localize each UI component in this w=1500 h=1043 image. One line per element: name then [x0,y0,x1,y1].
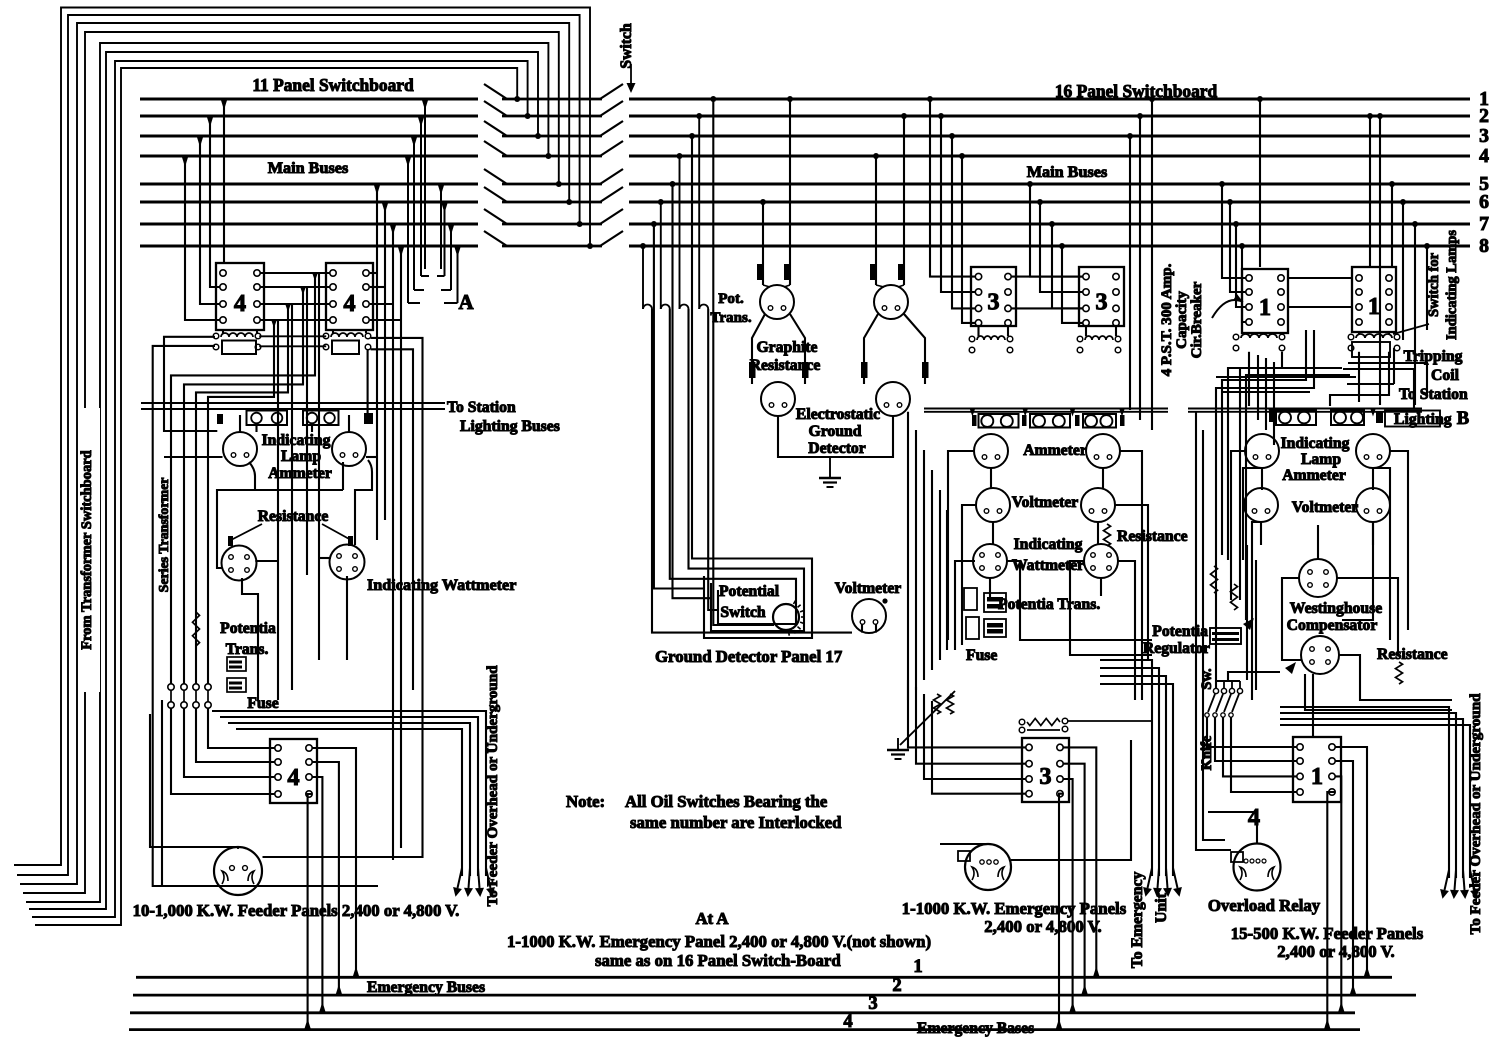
svg-text:Resistance: Resistance [258,508,329,525]
svg-text:Regulator: Regulator [1143,640,1210,657]
svg-text:Trans.: Trans. [710,310,751,326]
svg-text:To Station: To Station [447,399,516,416]
svg-text:Emergency Bases: Emergency Bases [917,1020,1034,1037]
svg-text:Wattmeter: Wattmeter [1012,557,1084,574]
svg-text:Voltmeter: Voltmeter [835,580,902,597]
svg-text:Tripping: Tripping [1404,348,1463,365]
svg-text:3: 3 [1039,763,1051,790]
svg-text:Pot.: Pot. [718,291,744,307]
svg-text:Overload Relay: Overload Relay [1208,896,1321,915]
svg-text:3: 3 [868,993,877,1014]
svg-text:Indicating Lamps: Indicating Lamps [1444,230,1460,340]
svg-text:5: 5 [1479,173,1489,195]
svg-text:Sw.: Sw. [1199,668,1215,689]
svg-text:Note:: Note: [566,792,605,811]
svg-text:Lamp: Lamp [1301,451,1341,468]
svg-text:Main Buses: Main Buses [268,159,349,177]
svg-text:Indicating: Indicating [1014,536,1083,553]
svg-text:7: 7 [1479,213,1489,235]
svg-text:From Transformer Switchboard: From Transformer Switchboard [79,450,95,650]
svg-text:11 Panel Switchboard: 11 Panel Switchboard [252,75,414,95]
svg-text:B: B [1457,408,1469,429]
svg-text:4: 4 [1248,804,1260,831]
svg-text:Indicating: Indicating [1281,435,1350,452]
svg-text:1: 1 [1311,763,1323,790]
svg-text:Indicating Wattmeter: Indicating Wattmeter [367,576,516,594]
svg-text:Capacity: Capacity [1174,291,1190,349]
svg-text:1-1000 K.W. Emergency Panels: 1-1000 K.W. Emergency Panels [902,899,1127,918]
svg-text:Trans.: Trans. [226,641,269,658]
svg-text:3: 3 [1479,125,1489,147]
svg-text:1: 1 [913,956,922,977]
svg-text:6: 6 [1479,191,1489,213]
svg-text:1: 1 [1368,293,1380,320]
svg-text:10-1,000 K.W. Feeder Panels 2,: 10-1,000 K.W. Feeder Panels 2,400 or 4,8… [133,901,460,920]
svg-text:Ammeter: Ammeter [1023,442,1087,459]
svg-text:4: 4 [1479,145,1489,167]
svg-text:Ground Detector Panel 17: Ground Detector Panel 17 [655,647,842,666]
svg-text:Indicating: Indicating [262,432,331,449]
svg-text:Lighting: Lighting [1394,411,1452,428]
svg-text:1: 1 [1479,88,1489,110]
svg-text:1: 1 [1259,294,1271,321]
svg-text:3: 3 [987,289,999,316]
svg-text:Coil: Coil [1431,367,1460,384]
svg-text:Graphite: Graphite [756,339,817,356]
svg-text:4: 4 [234,290,246,317]
svg-text:4: 4 [843,1011,852,1032]
svg-text:To Feeder Overhead or Undergro: To Feeder Overhead or Underground [485,665,501,907]
svg-text:Fuse: Fuse [966,647,997,664]
svg-text:Unit: Unit [1153,892,1170,922]
svg-text:Lighting Buses: Lighting Buses [460,418,560,435]
svg-text:At A: At A [695,909,728,928]
svg-text:Potentia Trans.: Potentia Trans. [998,596,1100,613]
svg-text:4 P.S.T. 300 Amp.: 4 P.S.T. 300 Amp. [1159,263,1175,376]
svg-text:To Station: To Station [1399,386,1468,403]
svg-text:1-1000 K.W. Emergency Panel 2,: 1-1000 K.W. Emergency Panel 2,400 or 4,8… [507,932,931,951]
svg-text:Ammeter: Ammeter [1282,467,1346,484]
svg-text:16 Panel Switchboard: 16 Panel Switchboard [1055,81,1218,101]
svg-text:15-500 K.W. Feeder Panels: 15-500 K.W. Feeder Panels [1231,924,1424,943]
svg-text:Emergency Buses: Emergency Buses [367,979,485,996]
svg-text:Resistance: Resistance [1377,646,1448,663]
svg-text:4: 4 [287,764,299,791]
svg-text:Series Transformer: Series Transformer [157,478,172,593]
svg-text:Voltmeter: Voltmeter [1292,499,1359,516]
svg-text:Detector: Detector [808,440,866,457]
svg-text:Electrostatic: Electrostatic [796,406,880,423]
svg-text:8: 8 [1479,235,1489,257]
svg-text:Voltmeter: Voltmeter [1012,494,1079,511]
svg-text:2,400 or 4,800 V.: 2,400 or 4,800 V. [1277,942,1394,961]
svg-text:Fuse: Fuse [247,695,278,712]
svg-text:4: 4 [343,290,355,317]
svg-text:Potentia: Potentia [220,620,276,637]
svg-text:A: A [458,290,473,314]
svg-text:Potential: Potential [719,583,780,600]
svg-text:Cir.Breaker: Cir.Breaker [1189,281,1205,358]
svg-text:3: 3 [1095,289,1107,316]
svg-text:2: 2 [892,975,901,996]
svg-text:same as on 16 Panel Switch-Bo: same as on 16 Panel Switch-Board [595,951,841,970]
svg-text:same number are Interlocked: same number are Interlocked [630,813,842,832]
svg-text:Ammeter: Ammeter [268,465,332,482]
svg-text:Westinghouse: Westinghouse [1290,600,1382,617]
svg-text:Lamp: Lamp [281,448,321,465]
svg-text:All Oil Switches Bearing the: All Oil Switches Bearing the [625,792,828,811]
svg-text:Resistanсe: Resistanсe [750,357,821,374]
svg-text:Switch for: Switch for [1426,252,1442,317]
svg-text:Switch: Switch [618,23,635,69]
svg-text:Switch: Switch [720,604,766,621]
svg-text:2: 2 [1479,105,1489,127]
svg-text:To Feeder Overhead or Undergro: To Feeder Overhead or Underground [1468,693,1484,935]
svg-text:To Emergency: To Emergency [1129,872,1146,969]
svg-text:Resistance: Resistance [1117,528,1188,545]
svg-text:Potentia: Potentia [1152,623,1208,640]
svg-text:2,400 or 4,800 V.: 2,400 or 4,800 V. [984,917,1101,936]
svg-text:Ground: Ground [809,423,862,440]
svg-text:Main Buses: Main Buses [1027,163,1108,181]
